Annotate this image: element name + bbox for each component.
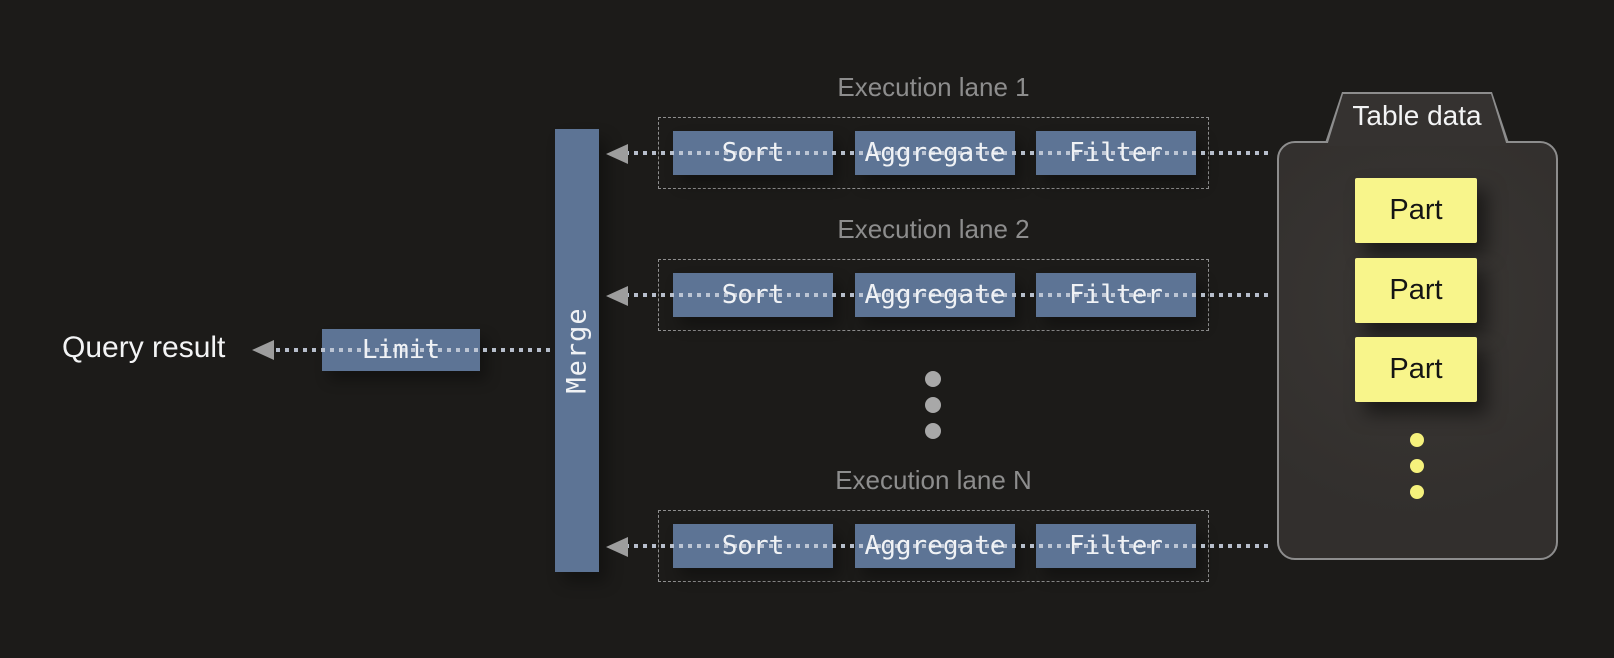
lane-2-data-flow-line [625, 293, 1273, 297]
execution-lane-n-title: Execution lane N [835, 465, 1032, 495]
part-box: Part [1355, 258, 1477, 323]
more-lanes-dot [925, 423, 941, 439]
merge-operator-label: Merge [561, 307, 593, 394]
lane-1-arrow-to-merge-icon [606, 144, 628, 164]
filter-operator-label: Filter [1069, 531, 1163, 561]
aggregate-operator-label: Aggregate [864, 138, 1006, 168]
more-parts-dot [1410, 485, 1424, 499]
aggregate-operator-label: Aggregate [864, 280, 1006, 310]
more-lanes-dot [925, 371, 941, 387]
table-data-title: Table data [1352, 100, 1482, 131]
limit-operator-label: Limit [361, 335, 441, 365]
filter-operator-label: Filter [1069, 138, 1163, 168]
merge-operator-bar [555, 129, 599, 572]
part-box: Part [1355, 337, 1477, 402]
lane-2-arrow-to-merge-icon [606, 286, 628, 306]
sort-operator-label: Sort [721, 531, 785, 561]
execution-lane-n: Execution lane N Sort Aggregate Filter [606, 465, 1273, 582]
query-result-label: Query result [62, 331, 226, 364]
part-box: Part [1355, 178, 1477, 243]
sort-operator-label: Sort [721, 138, 785, 168]
more-parts-dot [1410, 459, 1424, 473]
lane-1-data-flow-line [625, 151, 1273, 155]
limit-connector-line [276, 348, 555, 352]
execution-lane-2-title: Execution lane 2 [837, 214, 1030, 244]
sort-operator-label: Sort [721, 280, 785, 310]
more-parts-dot [1410, 433, 1424, 447]
table-data-tab [1327, 94, 1507, 146]
aggregate-operator-label: Aggregate [864, 531, 1006, 561]
lane-n-arrow-to-merge-icon [606, 537, 628, 557]
execution-lane-2: Execution lane 2 Sort Aggregate Filter [606, 214, 1273, 331]
lane-n-data-flow-line [625, 544, 1273, 548]
more-lanes-dot [925, 397, 941, 413]
arrow-to-query-result-icon [252, 340, 274, 360]
filter-operator-label: Filter [1069, 280, 1163, 310]
execution-lane-1: Execution lane 1 Sort Aggregate Filter [606, 72, 1273, 189]
execution-lane-1-title: Execution lane 1 [837, 72, 1030, 102]
